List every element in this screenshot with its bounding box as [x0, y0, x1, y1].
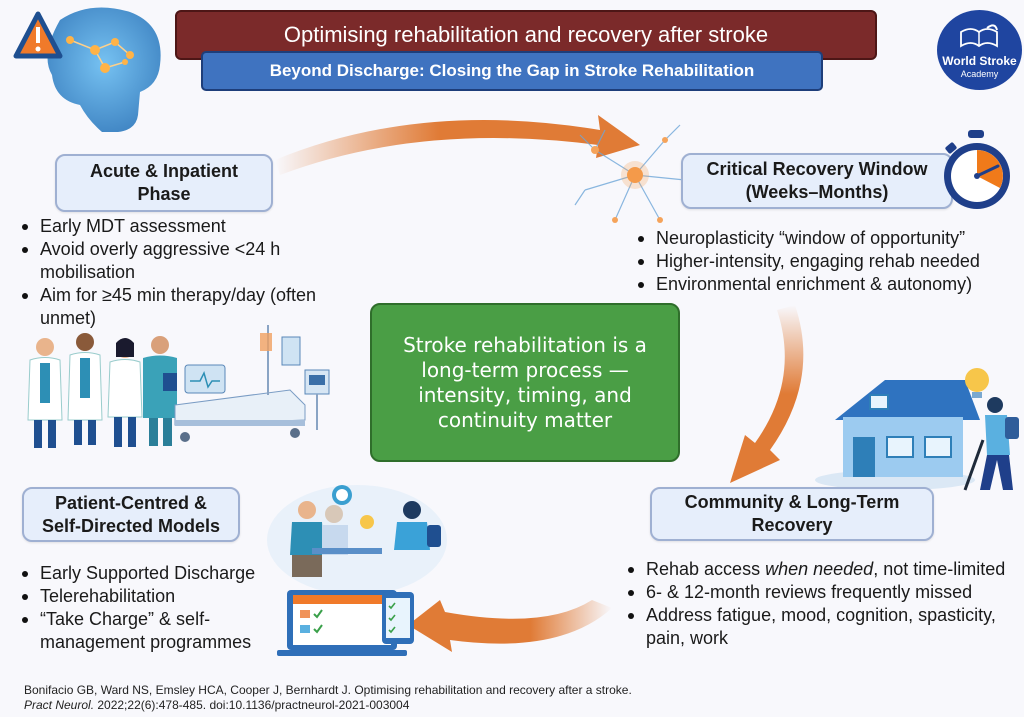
phase-title-critical-line1: Critical Recovery Window: [706, 159, 928, 179]
patient-bullet-list: Early Supported Discharge Telerehabilita…: [18, 562, 280, 654]
doctor-figures: [27, 333, 177, 448]
phase-title-patient-line2: Self-Directed Models: [41, 515, 221, 536]
hospital-bed: [174, 325, 330, 442]
open-book-icon: [960, 24, 998, 48]
page-subtitle: Beyond Discharge: Closing the Gap in Str…: [201, 51, 823, 91]
phase-title-critical-line2: (Weeks–Months): [745, 182, 889, 202]
phase-title-patient-line1: Patient-Centred &: [54, 492, 207, 513]
acute-bullet-list: Early MDT assessment Avoid overly aggres…: [18, 215, 338, 330]
list-item: Early Supported Discharge: [18, 562, 280, 585]
key-message-box: Stroke rehabilitation is a long-term pro…: [370, 303, 680, 462]
list-item: Neuroplasticity “window of opportunity”: [634, 227, 1024, 250]
citation-source: Pract Neurol. 2022;22(6):478-485. doi:10…: [24, 698, 632, 713]
citation-authors-title: Bonifacio GB, Ward NS, Emsley HCA, Coope…: [24, 683, 632, 697]
neurons-illustration: [574, 124, 696, 223]
stopwatch-icon: [944, 130, 1010, 209]
list-item: Aim for ≥45 min therapy/day (often unmet…: [18, 284, 338, 330]
critical-bullet-list: Neuroplasticity “window of opportunity” …: [634, 227, 1024, 296]
world-stroke-academy-logo: World Stroke Academy: [937, 10, 1022, 90]
phase-title-community-line1: Community & Long-Term: [684, 492, 900, 512]
phase-box-acute: Acute & Inpatient Phase: [55, 154, 273, 212]
list-item: Early MDT assessment: [18, 215, 338, 238]
phase-title-acute-line1: Acute & Inpatient: [89, 161, 238, 181]
consultation-and-devices-illustration: [267, 485, 447, 656]
phase-box-critical: Critical Recovery Window (Weeks–Months): [681, 153, 953, 209]
logo-text-line2: Academy: [960, 69, 999, 79]
list-item: Higher-intensity, engaging rehab needed: [634, 250, 1024, 273]
list-item: “Take Charge” & self-management programm…: [18, 608, 280, 654]
arrow-critical-to-community: [730, 305, 804, 483]
arrow-community-to-patient: [408, 600, 612, 652]
phase-title-community-line2: Recovery: [751, 515, 833, 535]
brain-illustration: [13, 7, 161, 132]
warning-icon: [13, 11, 63, 59]
phase-title-acute-line2: Phase: [137, 184, 191, 204]
list-item: Telerehabilitation: [18, 585, 280, 608]
logo-text-line1: World Stroke: [942, 54, 1017, 68]
community-bullet-list: Rehab access when needed, not time-limit…: [624, 558, 1019, 650]
list-item: 6- & 12-month reviews frequently missed: [624, 581, 1019, 604]
list-item: Address fatigue, mood, cognition, spasti…: [624, 604, 1019, 650]
citation-details: 2022;22(6):478-485. doi:10.1136/practneu…: [94, 698, 410, 712]
phase-box-patient-centred: Patient-Centred & Self-Directed Models: [22, 487, 240, 542]
list-item: Avoid overly aggressive <24 h mobilisati…: [18, 238, 338, 284]
phase-box-community: Community & Long-Term Recovery: [650, 487, 934, 541]
citation: Bonifacio GB, Ward NS, Emsley HCA, Coope…: [24, 683, 632, 713]
list-item: Environmental enrichment & autonomy): [634, 273, 1024, 296]
arrow-acute-to-critical: [275, 115, 640, 175]
house-and-walker-illustration: [815, 368, 1019, 491]
citation-journal: Pract Neurol.: [24, 698, 95, 712]
list-item: Rehab access when needed, not time-limit…: [624, 558, 1019, 581]
medical-team-illustration: [27, 325, 330, 448]
